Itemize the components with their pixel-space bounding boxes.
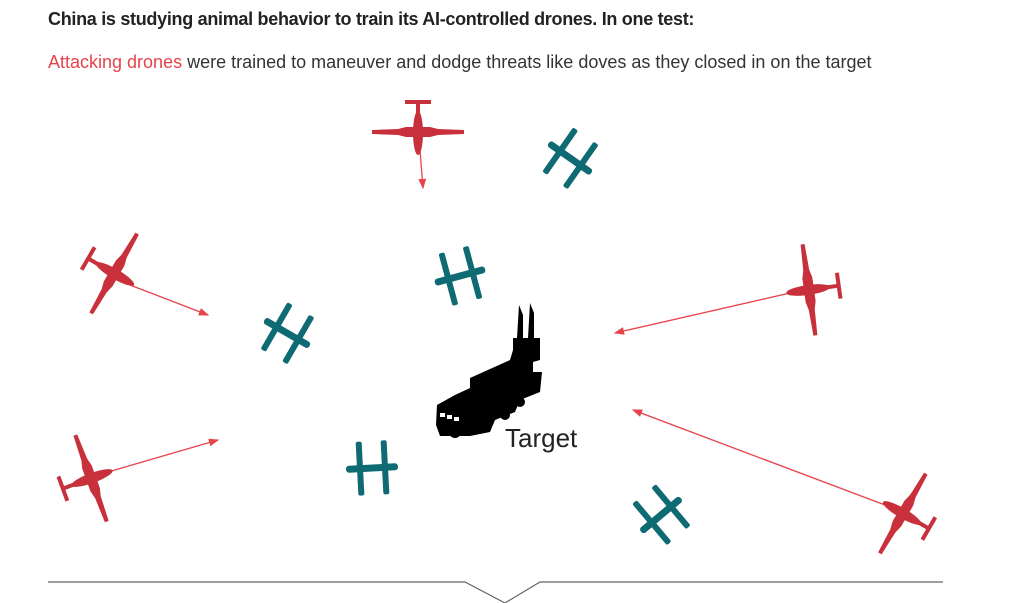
arrow-5 [631, 409, 886, 506]
arrow-3 [613, 292, 791, 335]
arrow-1 [418, 149, 427, 190]
attacking-drone-icon [45, 427, 129, 533]
attack-arrows [107, 149, 886, 506]
defending-drone-icon [623, 477, 699, 553]
section-divider [48, 581, 943, 603]
attacking-drone-icon [779, 239, 848, 339]
arrow-2 [129, 284, 210, 316]
headline: China is studying animal behavior to tra… [48, 9, 695, 29]
description-text: were trained to maneuver and dodge threa… [182, 52, 872, 72]
arrow-4 [107, 438, 220, 473]
defending-drone-icon [533, 120, 607, 196]
attacking-drone-icon [63, 217, 158, 325]
description: Attacking drones were trained to maneuve… [48, 49, 888, 75]
target-launcher-truck-icon [436, 303, 542, 438]
defending-drone-icon [427, 243, 493, 309]
target-label: Target [505, 423, 578, 453]
attacking-drone-icon [372, 100, 464, 155]
attacking-drones-label: Attacking drones [48, 52, 183, 72]
defending-drone-icon [344, 439, 400, 497]
defending-drone-icon [250, 296, 324, 370]
attacking-drone-icon [859, 462, 954, 570]
